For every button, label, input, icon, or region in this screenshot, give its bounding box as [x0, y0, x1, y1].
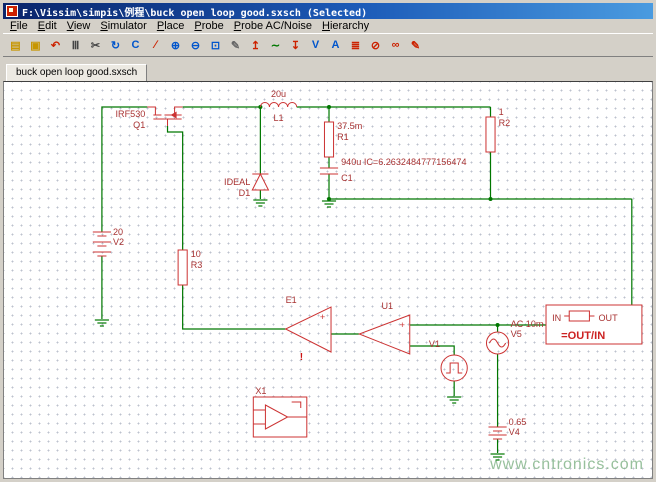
- component-l1-inductor[interactable]: 20u L1: [259, 89, 298, 123]
- waveform-bars-icon[interactable]: Ⅲ: [66, 35, 85, 55]
- e1-warning-label: !: [300, 352, 303, 363]
- zoom-out-icon[interactable]: ⊖: [186, 35, 205, 55]
- app-icon: [6, 5, 18, 17]
- component-v1-source[interactable]: V1: [429, 339, 468, 382]
- ac-probe-icon[interactable]: ∼: [266, 35, 285, 55]
- r3-value-label: 10: [191, 249, 201, 259]
- menu-item-file[interactable]: File: [10, 20, 28, 32]
- r2-ref-label: R2: [499, 118, 511, 128]
- e1-plus-label: +: [320, 312, 325, 322]
- component-v4-source[interactable]: 0.65 V4: [488, 417, 527, 440]
- probe-block-out-in[interactable]: IN OUT =OUT/IN: [545, 304, 643, 345]
- save-icon[interactable]: ▣: [26, 35, 45, 55]
- probe-in-label: IN: [552, 313, 561, 323]
- menu-item-edit[interactable]: Edit: [37, 20, 57, 32]
- multi-probe-icon[interactable]: ≣: [346, 35, 365, 55]
- l1-ref-label: L1: [273, 113, 283, 123]
- title-bar[interactable]: F:\Vissim\simpis\例程\buck open loop good.…: [3, 3, 653, 19]
- d1-ref-label: D1: [239, 188, 251, 198]
- v2-value-label: 20: [113, 227, 123, 237]
- menu-item-probe[interactable]: Probe: [194, 20, 224, 32]
- voltage-marker-icon[interactable]: V: [306, 35, 325, 55]
- menu-item-hierarchy[interactable]: Hierarchy: [322, 20, 370, 32]
- component-r3-resistor[interactable]: 10 R3: [177, 249, 203, 286]
- component-r1-resistor[interactable]: 37.5m R1: [323, 121, 362, 158]
- current-probe-icon[interactable]: ↧: [286, 35, 305, 55]
- tab-schematic[interactable]: buck open loop good.sxsch: [6, 64, 148, 81]
- watermark: www.cntronics.com: [490, 456, 644, 473]
- r1-value-label: 37.5m: [337, 121, 362, 131]
- q1-ref-label: Q1: [133, 120, 145, 130]
- draw-wire-icon[interactable]: ∕: [146, 35, 165, 55]
- menu-item-simulator[interactable]: Simulator: [100, 20, 147, 32]
- ground-v1[interactable]: [446, 396, 462, 404]
- edit-probe-icon[interactable]: ✎: [406, 35, 425, 55]
- menu-item-view[interactable]: View: [66, 20, 91, 32]
- l1-value-label: 20u: [271, 89, 286, 99]
- component-e1-vcvs[interactable]: E1 + !: [284, 295, 332, 363]
- open-icon[interactable]: ▤: [6, 35, 25, 55]
- annotate-icon[interactable]: ✎: [226, 35, 245, 55]
- probe-formula-label: =OUT/IN: [561, 330, 605, 342]
- d1-value-label: IDEAL: [224, 177, 250, 187]
- rerun-simulation-icon[interactable]: ↻: [106, 35, 125, 55]
- menu-bar: File Edit View Simulator Place Probe Pro…: [3, 19, 653, 33]
- zoom-area-icon[interactable]: ⊡: [206, 35, 225, 55]
- c1-value-label: 940u IC=6.2632484777156474: [341, 157, 466, 167]
- tab-bar: buck open loop good.sxsch: [3, 57, 653, 81]
- ground-d1[interactable]: [252, 199, 269, 207]
- v1-ref-label: V1: [429, 339, 440, 349]
- zoom-in-icon[interactable]: ⊕: [166, 35, 185, 55]
- v5-value-label: AC 10m: [511, 319, 544, 329]
- current-marker-icon[interactable]: A: [326, 35, 345, 55]
- schematic-canvas[interactable]: IRF530 Q1 20u L1 37.5m R1 940u IC=6.2632…: [3, 81, 653, 479]
- component-d1-diode[interactable]: IDEAL D1: [224, 172, 270, 198]
- ground-v2[interactable]: [94, 319, 110, 327]
- v2-ref-label: V2: [113, 237, 124, 247]
- component-x1-subcircuit[interactable]: X1: [252, 386, 308, 438]
- simulate-icon[interactable]: C: [126, 35, 145, 55]
- r1-ref-label: R1: [337, 132, 349, 142]
- cut-icon[interactable]: ✂: [86, 35, 105, 55]
- component-r2-resistor[interactable]: 1 R2: [485, 107, 511, 153]
- menu-item-place[interactable]: Place: [156, 20, 185, 32]
- ground-c1[interactable]: [321, 200, 337, 208]
- junction-dots: [258, 105, 500, 327]
- v4-value-label: 0.65: [509, 417, 527, 427]
- schematic-wires[interactable]: [101, 106, 633, 453]
- menu-item-probe-ac-noise[interactable]: Probe AC/Noise: [233, 20, 313, 32]
- x1-ref-label: X1: [255, 386, 266, 396]
- u1-ref-label: U1: [381, 301, 393, 311]
- component-v2-source[interactable]: 20 V2: [92, 227, 124, 257]
- undo-icon[interactable]: ↶: [46, 35, 65, 55]
- r3-ref-label: R3: [191, 260, 203, 270]
- q1-value-label: IRF530: [116, 109, 146, 119]
- u1-plus-label: +: [400, 320, 405, 330]
- v4-ref-label: V4: [509, 427, 520, 437]
- component-q1-mosfet[interactable]: IRF530 Q1: [116, 106, 183, 130]
- component-u1-comparator[interactable]: U1 +: [357, 301, 411, 355]
- c1-ref-label: C1: [341, 173, 353, 183]
- v5-ref-label: V5: [511, 329, 522, 339]
- component-c1-capacitor[interactable]: 940u IC=6.2632484777156474 C1: [319, 157, 467, 183]
- r2-value-label: 1: [499, 107, 504, 117]
- loop-gain-icon[interactable]: ∞: [386, 35, 405, 55]
- window-title: F:\Vissim\simpis\例程\buck open loop good.…: [22, 7, 368, 19]
- voltage-probe-icon[interactable]: ↥: [246, 35, 265, 55]
- component-v5-ac-source[interactable]: AC 10m V5: [485, 319, 544, 355]
- e1-ref-label: E1: [286, 295, 297, 305]
- probe-out-label: OUT: [599, 313, 619, 323]
- schematic: IRF530 Q1 20u L1 37.5m R1 940u IC=6.2632…: [92, 89, 643, 461]
- no-simulation-icon[interactable]: ⊘: [366, 35, 385, 55]
